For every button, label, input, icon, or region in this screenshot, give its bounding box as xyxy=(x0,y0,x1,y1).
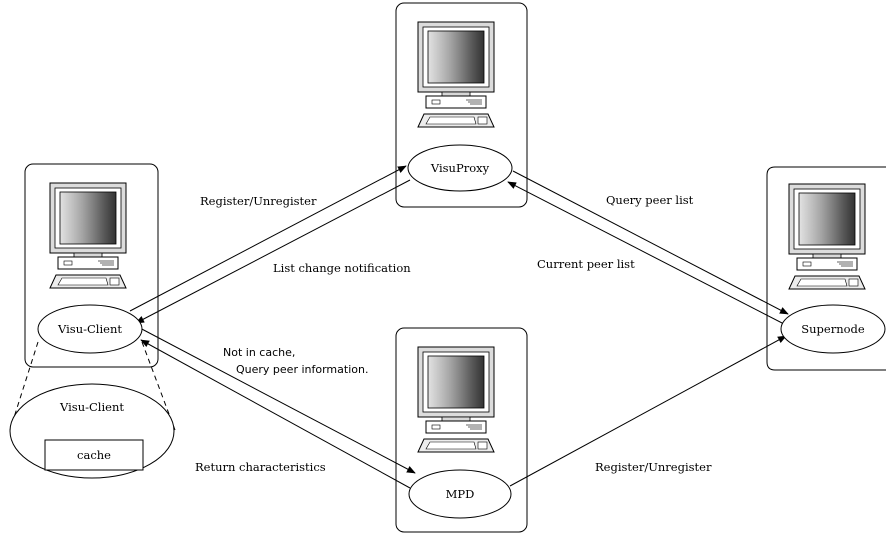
cache-box xyxy=(44,439,144,471)
mpd-node xyxy=(408,469,512,519)
mpd-label: MPD xyxy=(446,487,475,501)
arrow-query-peer-information xyxy=(137,326,416,474)
visu-client-node xyxy=(37,304,143,354)
edge-label-query-peer-list: Query peer list xyxy=(606,193,694,207)
zoom-line-right xyxy=(141,341,176,431)
cache-label: cache xyxy=(77,448,111,462)
arrow-mpd-register xyxy=(509,335,787,487)
edge-label-register-unregister-proxy: Register/Unregister xyxy=(200,194,317,208)
visuproxy-node xyxy=(407,144,513,192)
mpd-frame xyxy=(395,327,528,533)
visu-client-detail-label: Visu-Client xyxy=(59,400,124,414)
computer-icon xyxy=(49,182,127,289)
arrow-register-to-visuproxy xyxy=(129,165,407,312)
visuproxy-frame xyxy=(395,2,528,208)
edge-label-query-peer-information: Query peer information. xyxy=(236,363,368,376)
computer-icon xyxy=(788,183,866,290)
arrow-list-change-to-client xyxy=(135,179,411,324)
visu-client-label: Visu-Client xyxy=(57,322,122,336)
computer-icon xyxy=(417,21,495,128)
supernode-label: Supernode xyxy=(801,322,865,336)
arrow-current-peer-list xyxy=(507,181,785,325)
computer-icon xyxy=(417,346,495,453)
visuproxy-label: VisuProxy xyxy=(430,161,490,175)
edge-label-current-peer-list: Current peer list xyxy=(537,257,635,271)
visu-client-frame xyxy=(24,163,159,368)
edge-label-not-in-cache: Not in cache, xyxy=(223,346,295,359)
edge-label-return-characteristics: Return characteristics xyxy=(195,460,326,474)
arrow-query-peer-list xyxy=(512,170,789,315)
supernode-node xyxy=(780,304,886,354)
edge-label-register-unregister-mpd: Register/Unregister xyxy=(595,460,712,474)
edge-label-list-change-notification: List change notification xyxy=(273,261,411,275)
supernode-frame xyxy=(766,166,886,371)
arrow-return-characteristics xyxy=(140,339,411,489)
